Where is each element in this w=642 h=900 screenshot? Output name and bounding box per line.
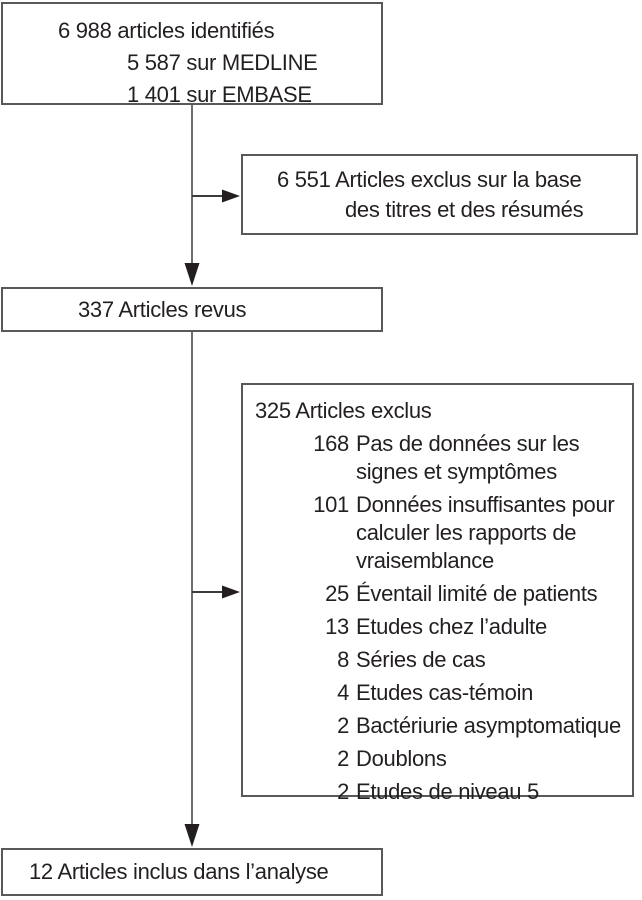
arrowhead-down-icon [184,824,200,847]
arrowhead-right-icon [222,189,240,203]
reviewed-articles-text: 337 Articles revus [78,296,247,322]
excluded-titles-line-2: des titres et des résumés [345,197,584,222]
exclusion-item: 25 Éventail limité de patients [325,581,598,606]
arrowhead-right-icon [222,585,240,599]
exclusion-item: 168 Pas de données sur les signes et sym… [313,431,580,484]
identified-articles-box: 6 988 articles identifiés 5 587 sur MEDL… [1,2,383,107]
excluded-titles-abstracts-box: 6 551 Articles exclus sur la base des ti… [241,154,638,235]
reviewed-articles-box: 337 Articles revus [1,287,383,332]
included-articles-box: 12 Articles inclus dans l’analyse [1,848,383,896]
excluded-titles-line-1: 6 551 Articles exclus sur la base [277,167,582,192]
exclusion-item: 2 Doublons [337,746,447,771]
excluded-total: 325 Articles exclus [255,398,432,423]
exclusion-item: 13 Etudes chez l’adulte [325,614,547,639]
included-articles-text: 12 Articles inclus dans l’analyse [29,859,329,884]
exclusion-item: 8 Séries de cas [337,647,486,672]
exclusion-item: 2 Bactériurie asymptomatique [337,713,621,738]
arrowhead-down-icon [184,263,200,286]
identified-embase: 1 401 sur EMBASE [127,82,312,107]
exclusion-item: 101 Données insuffisantes pour calculer … [313,492,615,573]
excluded-fulltext-box: 325 Articles exclus 168 Pas de données s… [241,383,634,804]
exclusion-item: 2 Etudes de niveau 5 [337,779,539,804]
identified-total: 6 988 articles identifiés [58,18,275,43]
identified-medline: 5 587 sur MEDLINE [127,50,318,75]
exclusion-item: 4 Etudes cas-témoin [337,680,534,705]
